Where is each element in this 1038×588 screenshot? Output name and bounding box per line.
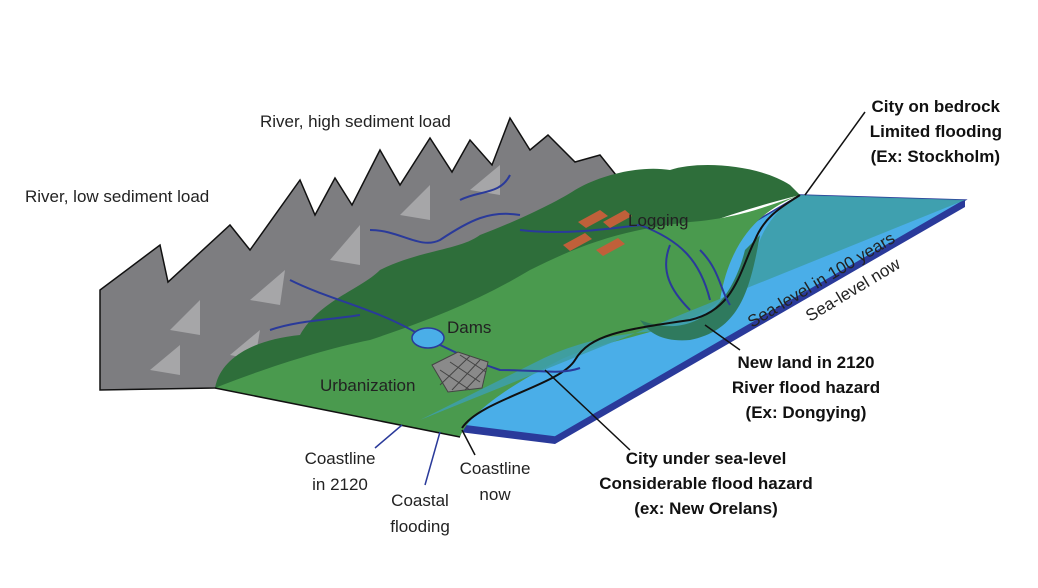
callout-below-sea-line2: Considerable flood hazard [599,474,812,493]
callout-new-land-line2: River flood hazard [732,378,880,397]
label-dams: Dams [447,318,491,337]
label-river-high: River, high sediment load [260,112,451,131]
land-base-edge [214,387,461,438]
label-coastline-now-line2: now [479,485,511,504]
label-coastline-2120-line2: in 2120 [312,475,368,494]
callout-lines [461,111,866,456]
callout-new-land-line3: (Ex: Dongying) [746,403,867,422]
sea-level-2120-zone [420,195,965,420]
callout-below-sea-title: City under sea-level [626,449,787,468]
logging-patches [563,210,632,256]
mountain-highlights [150,165,500,375]
label-river-low: River, low sediment load [25,187,209,206]
label-coastal-flooding-line2: flooding [390,517,450,536]
rivers [269,174,731,373]
coastline-now-line [461,194,801,429]
label-coastline-now: Coastline [460,459,531,478]
dam-reservoir [411,327,445,349]
label-urbanization: Urbanization [320,376,415,395]
label-coastline-2120: Coastline [305,449,376,468]
callout-new-land-title: New land in 2120 [738,353,875,372]
coast-lines [374,424,441,486]
callout-bedrock-line2: Limited flooding [870,122,1002,141]
label-logging: Logging [628,211,689,230]
urbanization-grid-icon [431,351,489,393]
callout-bedrock-title: City on bedrock [872,97,1001,116]
callout-bedrock-line3: (Ex: Stockholm) [871,147,1000,166]
callout-below-sea-line3: (ex: New Orelans) [634,499,778,518]
label-coastal-flooding: Coastal [391,491,449,510]
lowland [215,195,800,437]
forest [215,165,800,400]
new-land-2120 [640,235,760,341]
